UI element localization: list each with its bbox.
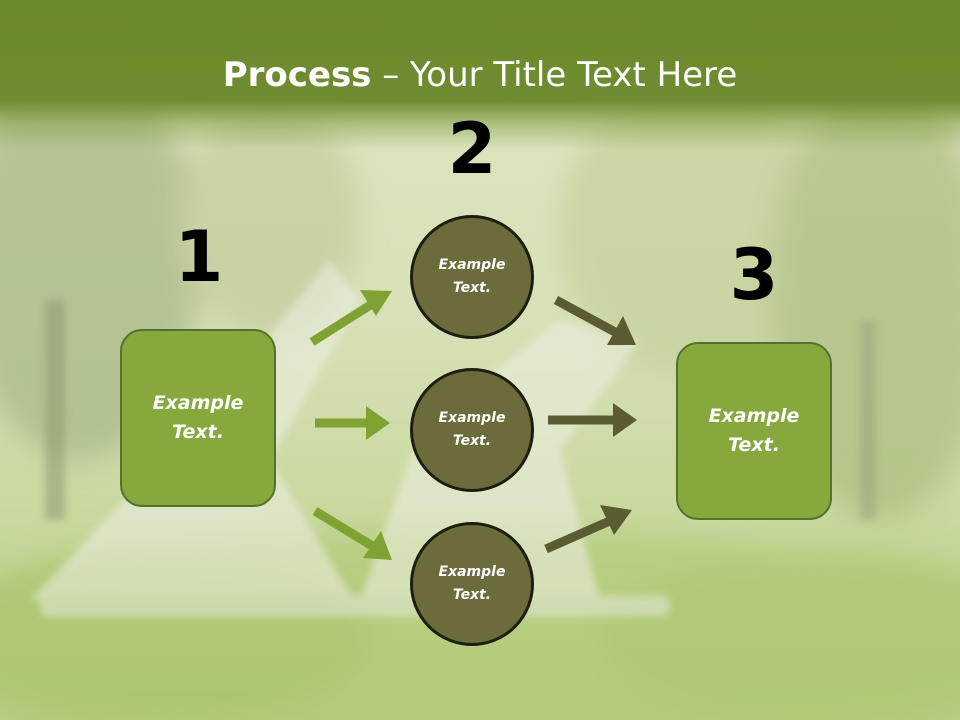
step-circle-bottom-line-1: Example (438, 564, 506, 580)
step-circle-middle-line-1: Example (438, 410, 506, 426)
arrow-right-down (553, 296, 636, 345)
arrow-left-right (315, 406, 390, 440)
step-circle-top-line-1: Example (438, 257, 506, 273)
step-number-1: 1 (174, 216, 224, 298)
arrow-left-down (312, 507, 392, 560)
step-circle-bottom: Example Text. (410, 522, 534, 646)
title-rest: – Your Title Text Here (371, 55, 738, 95)
step-circle-top-line-2: Text. (452, 280, 492, 296)
title-bar (0, 0, 960, 150)
step-box-1-line-1: Example (152, 392, 244, 414)
step-box-3-line-2: Text. (728, 434, 780, 456)
arrow-right-up (544, 505, 632, 554)
step-number-3: 3 (729, 234, 779, 316)
step-box-3-line-1: Example (708, 405, 800, 427)
step-circle-top: Example Text. (410, 215, 534, 339)
slide-title: Process – Your Title Text Here (0, 52, 960, 98)
step-box-1: Example Text. (120, 329, 276, 507)
step-box-3: Example Text. (676, 342, 832, 520)
step-number-2: 2 (447, 108, 497, 190)
arrow-right-right (548, 403, 637, 437)
step-circle-middle-line-2: Text. (452, 433, 492, 449)
step-box-1-line-2: Text. (172, 421, 224, 443)
title-bold: Process (222, 55, 372, 95)
step-circle-bottom-line-2: Text. (452, 587, 492, 603)
arrow-left-up (309, 290, 392, 346)
step-circle-middle: Example Text. (410, 368, 534, 492)
